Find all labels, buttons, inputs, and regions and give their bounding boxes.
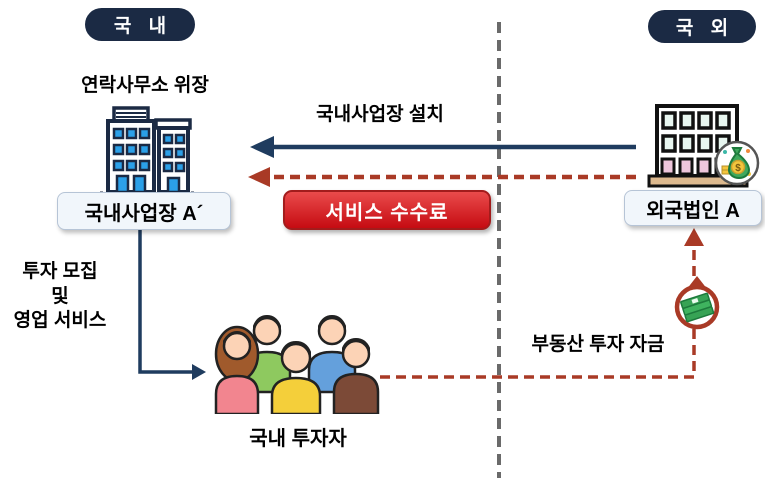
arrowhead-left-icon (250, 136, 274, 158)
domestic-building-icon (100, 106, 196, 195)
recruit-line-3: 영업 서비스 (13, 310, 107, 332)
person-pink-shirt-woman (214, 325, 260, 414)
arrowhead-right-icon (192, 364, 206, 380)
investors-caption: 국내 투자자 (249, 428, 347, 450)
domestic-region-label: 국 내 (113, 16, 173, 37)
overseas-region-badge: 국 외 (648, 10, 756, 43)
building-door (166, 176, 181, 194)
establish-office-arrow (250, 136, 636, 158)
person-yellow-shirt (270, 340, 322, 414)
foreign-building-icon: $ (647, 104, 760, 188)
investors-group-icon (214, 314, 380, 414)
liaison-office-caption: 연락사무소 위장 (81, 74, 209, 96)
money-transfer-icon (674, 276, 720, 330)
arrowhead-up-icon (684, 228, 704, 246)
overseas-region-label: 국 외 (675, 18, 735, 39)
arrowhead-left-icon (248, 167, 270, 187)
recruit-service-arrow (138, 228, 206, 380)
person-brown-shirt (332, 337, 380, 414)
money-bag-badge-icon: $ (714, 140, 760, 186)
recruit-service-caption: 투자 모집 및 영업 서비스 (2, 256, 118, 338)
foreign-corp-label: 외국법인 A (624, 190, 762, 226)
building-door (115, 174, 130, 194)
cash-stack-icon (680, 292, 715, 323)
recruit-line-1: 투자 모집 (22, 260, 98, 282)
domestic-region-badge: 국 내 (85, 8, 195, 41)
investment-fund-path (380, 228, 704, 379)
recruit-line-2: 및 (51, 285, 69, 307)
building-windows (661, 111, 731, 153)
building-door (132, 174, 147, 194)
dollar-sign-icon: $ (735, 163, 741, 174)
establish-office-caption: 국내사업장 설치 (316, 103, 444, 125)
service-fee-arrow (248, 167, 636, 187)
investment-fund-caption: 부동산 투자 자금 (531, 333, 665, 355)
building-windows (112, 127, 186, 194)
service-fee-box: 서비스 수수료 (283, 190, 491, 230)
domestic-office-label: 국내사업장 A´ (57, 192, 231, 230)
